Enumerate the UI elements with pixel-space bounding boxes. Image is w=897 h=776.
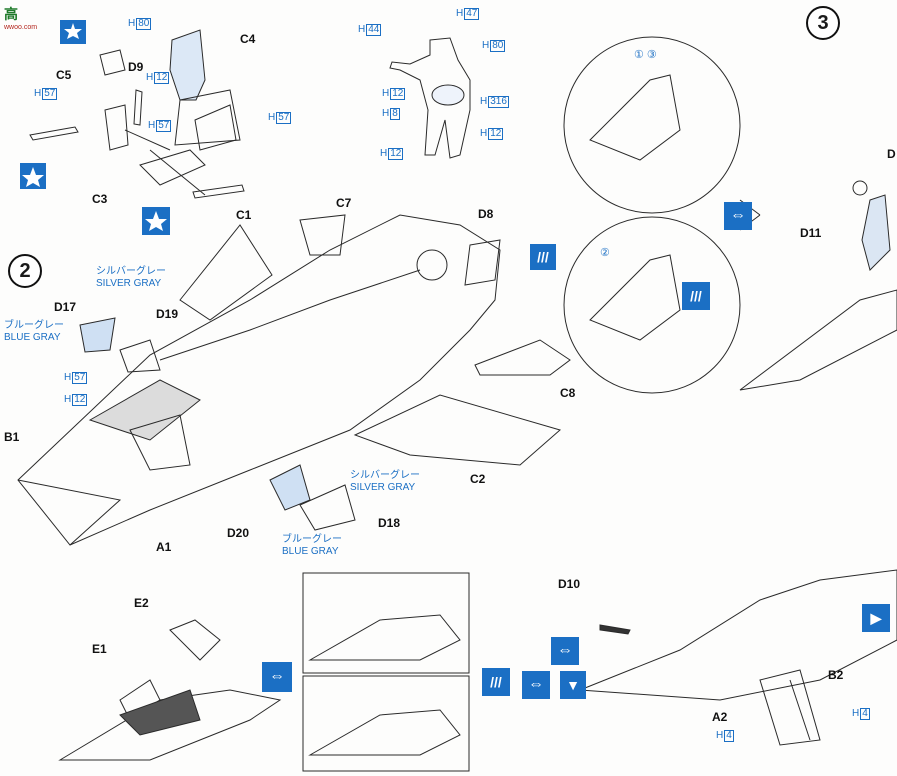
step-3-badge: 3 (806, 6, 840, 40)
part-b1: B1 (4, 430, 20, 444)
part-d11: D11 (800, 226, 822, 240)
cement-bottle-icon: ▶ (862, 604, 890, 632)
part-c3: C3 (92, 192, 108, 206)
part-d10: D10 (558, 577, 581, 591)
decal-stripes-icon: /// (530, 244, 556, 270)
glue-tube-icon: ▼ (560, 671, 586, 699)
part-d18: D18 (378, 516, 401, 530)
part-e1: E1 (92, 642, 107, 656)
fuselage-a1-b1 (17, 214, 501, 546)
part-c4: C4 (240, 32, 256, 46)
decal-number-2: ② (600, 247, 610, 259)
part-d19: D19 (156, 307, 179, 321)
part-b2: B2 (828, 668, 844, 682)
detail-circle-bottom (563, 216, 741, 394)
part-d9: D9 (128, 60, 144, 74)
pilot-figure (389, 37, 471, 159)
part-d17: D17 (54, 300, 77, 314)
swap-arrows-icon: ⇔ (551, 637, 579, 665)
step-2-badge: 2 (8, 254, 42, 288)
part-c1: C1 (236, 208, 252, 222)
swap-arrows-icon: ⇔ (724, 202, 752, 230)
detail-box-top (302, 572, 470, 674)
swap-arrows-icon: ⇔ (262, 662, 292, 692)
part-c2: C2 (470, 472, 486, 486)
part-e2: E2 (134, 596, 149, 610)
part-a1: A1 (156, 540, 172, 554)
decal-stripes-icon: /// (482, 668, 510, 696)
detail-box-bottom (302, 675, 470, 772)
part-c5: C5 (56, 68, 72, 82)
part-c7: C7 (336, 196, 352, 210)
decal-numbers-1-3: ① ③ (634, 49, 657, 61)
part-d20: D20 (227, 526, 250, 540)
detail-circle-top (563, 36, 741, 214)
part-d-edge: D (887, 147, 896, 161)
decal-stripes-icon: /// (682, 282, 710, 310)
ejection-seat-c4 (169, 29, 206, 101)
swap-arrows-icon: ⇔ (522, 671, 550, 699)
part-a2: A2 (712, 710, 728, 724)
part-c8: C8 (560, 386, 576, 400)
part-d8: D8 (478, 207, 494, 221)
